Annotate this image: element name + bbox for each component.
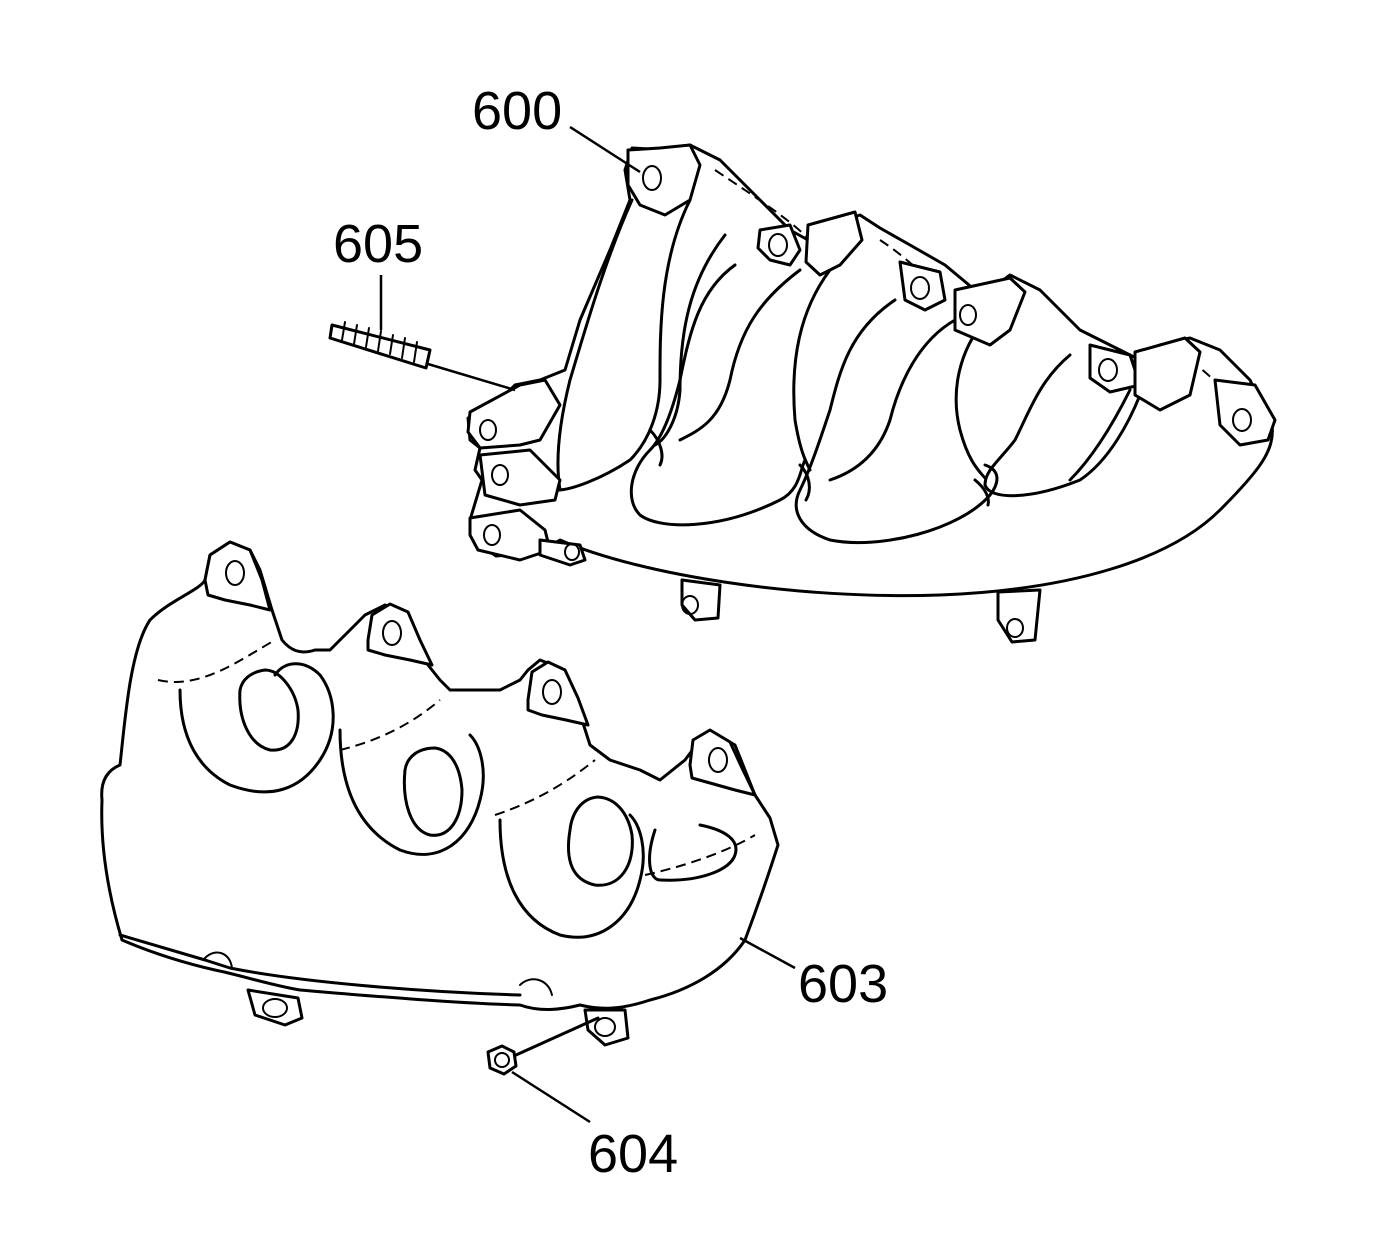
exhaust-manifold-600 bbox=[466, 143, 1277, 644]
callout-600: 600 bbox=[472, 81, 562, 141]
exhaust-manifold-603 bbox=[100, 540, 780, 1047]
callout-604: 604 bbox=[588, 1124, 678, 1184]
callout-605: 605 bbox=[333, 214, 423, 274]
callout-603: 603 bbox=[798, 954, 888, 1014]
leader-604 bbox=[511, 1070, 591, 1124]
leader-600 bbox=[569, 125, 641, 174]
stud-605 bbox=[328, 321, 432, 370]
leader-605-b bbox=[427, 362, 516, 392]
leader-603 bbox=[739, 936, 796, 970]
leader-lines bbox=[379, 125, 796, 1124]
nut-604 bbox=[486, 1016, 600, 1076]
